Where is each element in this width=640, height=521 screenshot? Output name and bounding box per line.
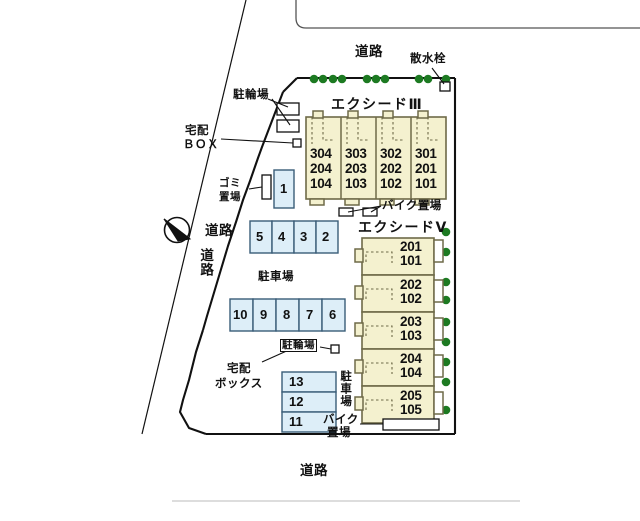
unit-number-203: 203 — [345, 161, 367, 176]
car-parking-right-label: 駐車場 — [339, 370, 354, 408]
road-label-left-horizontal: 道路 — [205, 223, 233, 239]
unit-number-101: 101 — [415, 176, 437, 191]
unit-number-v201: 201 — [400, 239, 422, 254]
unit-number-v205: 205 — [400, 388, 422, 403]
bicycle-parking-bottom-marker — [330, 344, 340, 354]
car-parking-label: 駐車場 — [258, 269, 294, 283]
unit-number-202: 202 — [380, 161, 402, 176]
unit-number-v103: 103 — [400, 328, 422, 343]
unit-number-v101: 101 — [400, 253, 422, 268]
parking-stall-13: 13 — [289, 374, 304, 389]
parking-stall-7: 7 — [306, 307, 314, 322]
parking-stall-9: 9 — [260, 307, 268, 322]
parking-stall-1: 1 — [280, 181, 288, 196]
hedge-shrubs-top — [309, 74, 451, 84]
building-title-exceed-5: エクシードⅤ — [358, 220, 448, 236]
sprinkler-marker — [439, 81, 451, 92]
road-edges — [295, 0, 640, 29]
bike-parking-bottom-box — [382, 418, 440, 431]
parking-stall-11: 11 — [289, 414, 303, 429]
unit-number-301: 301 — [415, 146, 437, 161]
delivery-box-bottom-label-line2: ボックス — [215, 376, 263, 390]
bike-parking-mid-label: バイク置場 — [382, 198, 442, 212]
bike-parking-bottom-label-line2: 置場 — [327, 425, 351, 439]
unit-number-v203: 203 — [400, 314, 422, 329]
delivery-box-bottom-label-line1: 宅配 — [227, 361, 251, 375]
garbage-area-label-line1: ゴミ — [219, 177, 241, 189]
garbage-area-box — [261, 174, 272, 200]
bicycle-parking-top-label: 駐輪場 — [233, 87, 269, 101]
unit-number-103: 103 — [345, 176, 367, 191]
road-label-bottom: 道路 — [300, 463, 328, 479]
sprinkler-label: 散水栓 — [410, 51, 446, 65]
bike-parking-bottom-label-line1: バイク — [323, 412, 359, 426]
parking-stall-4: 4 — [278, 229, 286, 244]
unit-number-302: 302 — [380, 146, 402, 161]
unit-number-v102: 102 — [400, 291, 422, 306]
road-label-left-vertical: 道路 — [197, 248, 214, 277]
delivery-box-top-marker — [292, 138, 302, 148]
bicycle-parking-bottom-label: 駐輪場 — [280, 339, 317, 353]
hedge-shrubs-right — [441, 227, 451, 415]
bottom-road — [172, 500, 520, 502]
unit-number-104: 104 — [310, 176, 332, 191]
building-title-exceed-3: エクシードⅢ — [331, 97, 424, 113]
diagonal-road — [141, 0, 247, 435]
parking-stall-group-bottom — [281, 371, 337, 433]
garbage-area-label-line2: 置場 — [219, 191, 241, 203]
parking-stall-10: 10 — [233, 307, 248, 322]
unit-number-v204: 204 — [400, 351, 422, 366]
unit-number-v104: 104 — [400, 365, 422, 380]
building-exceed-5 — [354, 237, 444, 424]
parking-stall-6: 6 — [329, 307, 337, 322]
parking-stall-group-upper — [249, 220, 339, 254]
north-arrow-icon — [163, 216, 192, 244]
parking-stall-group-single — [273, 169, 295, 209]
parking-stall-8: 8 — [283, 307, 291, 322]
unit-number-v105: 105 — [400, 402, 422, 417]
parking-stall-3: 3 — [300, 229, 308, 244]
unit-number-201: 201 — [415, 161, 437, 176]
parking-stall-2: 2 — [322, 229, 330, 244]
unit-number-102: 102 — [380, 176, 402, 191]
parking-stall-5: 5 — [256, 229, 264, 244]
road-label-top: 道路 — [355, 44, 383, 60]
delivery-box-top-label-line1: 宅配 — [185, 123, 209, 137]
unit-number-303: 303 — [345, 146, 367, 161]
unit-number-v202: 202 — [400, 277, 422, 292]
unit-number-204: 204 — [310, 161, 332, 176]
parking-stall-12: 12 — [289, 394, 304, 409]
parking-stall-group-lower — [229, 298, 346, 332]
building-exceed-3 — [305, 110, 447, 206]
unit-number-304: 304 — [310, 146, 332, 161]
bicycle-parking-top-boxes — [276, 102, 300, 133]
delivery-box-top-label-line2: ＢＯＸ — [183, 137, 219, 151]
